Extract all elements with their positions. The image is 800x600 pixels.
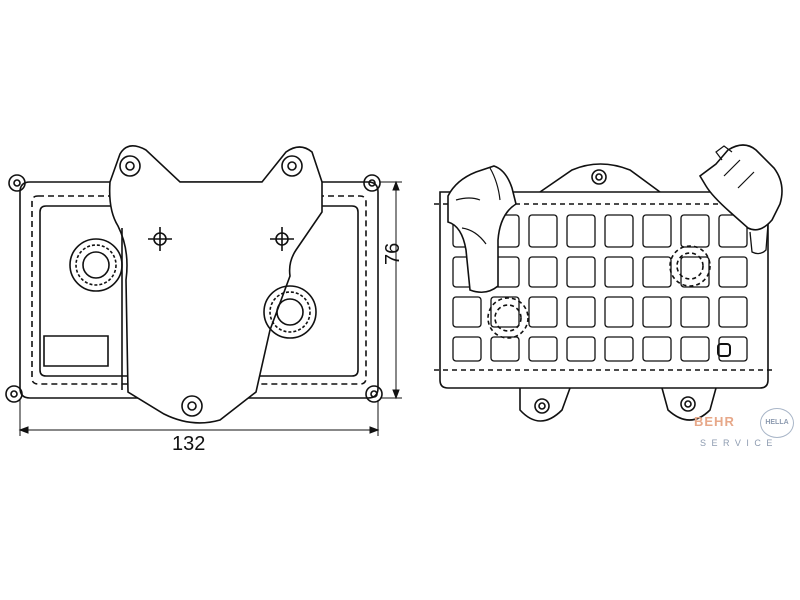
fin-cell xyxy=(681,257,709,287)
front-view xyxy=(6,146,382,423)
fin-cell xyxy=(719,257,747,287)
fin-cell xyxy=(567,257,595,287)
bottom-bracket-left xyxy=(520,388,570,421)
behr-logo: BEHR xyxy=(694,414,735,429)
mounting-flange xyxy=(110,146,322,423)
hella-logo: HELLA xyxy=(760,408,794,438)
side-view xyxy=(434,145,782,421)
corner-mount-holes xyxy=(6,175,382,402)
inlet-pipe-elbow xyxy=(448,166,516,292)
fin-cell xyxy=(605,337,633,361)
fin-cell xyxy=(529,257,557,287)
fin-cell xyxy=(643,337,671,361)
fin-cell xyxy=(567,215,595,247)
fin-cell xyxy=(567,337,595,361)
fin-cell xyxy=(681,215,709,247)
top-bracket xyxy=(540,164,660,192)
fin-cell xyxy=(453,337,481,361)
fin-cell xyxy=(643,257,671,287)
fin-cell xyxy=(529,337,557,361)
fin-cell xyxy=(719,337,747,361)
front-body-outline xyxy=(20,182,378,398)
height-dimension-label: 76 xyxy=(382,242,404,265)
fin-cell xyxy=(491,337,519,361)
label-plate xyxy=(44,336,108,366)
fin-cell xyxy=(453,297,481,327)
fin-cell xyxy=(529,297,557,327)
fin-cell xyxy=(491,297,519,327)
fin-cell xyxy=(681,297,709,327)
fin-cell xyxy=(605,297,633,327)
fin-cell xyxy=(719,297,747,327)
fin-cell xyxy=(643,297,671,327)
hidden-ports xyxy=(488,246,710,338)
fin-cell xyxy=(605,215,633,247)
crosshair-screws xyxy=(148,227,294,251)
bottom-bracket-right xyxy=(662,388,716,420)
flange-bolt-holes xyxy=(120,156,302,416)
fin-cell xyxy=(605,257,633,287)
fin-cell xyxy=(567,297,595,327)
dimension-lines xyxy=(20,182,402,436)
service-label: SERVICE xyxy=(700,438,778,448)
fin-cell xyxy=(681,337,709,361)
small-square-plug xyxy=(718,344,730,356)
fin-cell xyxy=(643,215,671,247)
oil-port-right xyxy=(264,286,316,338)
side-body-outline xyxy=(440,192,768,388)
outlet-connector xyxy=(700,145,782,230)
front-inner-panel xyxy=(40,206,358,376)
fin-cell xyxy=(529,215,557,247)
oil-port-left xyxy=(70,239,122,291)
width-dimension-label: 132 xyxy=(172,433,206,455)
